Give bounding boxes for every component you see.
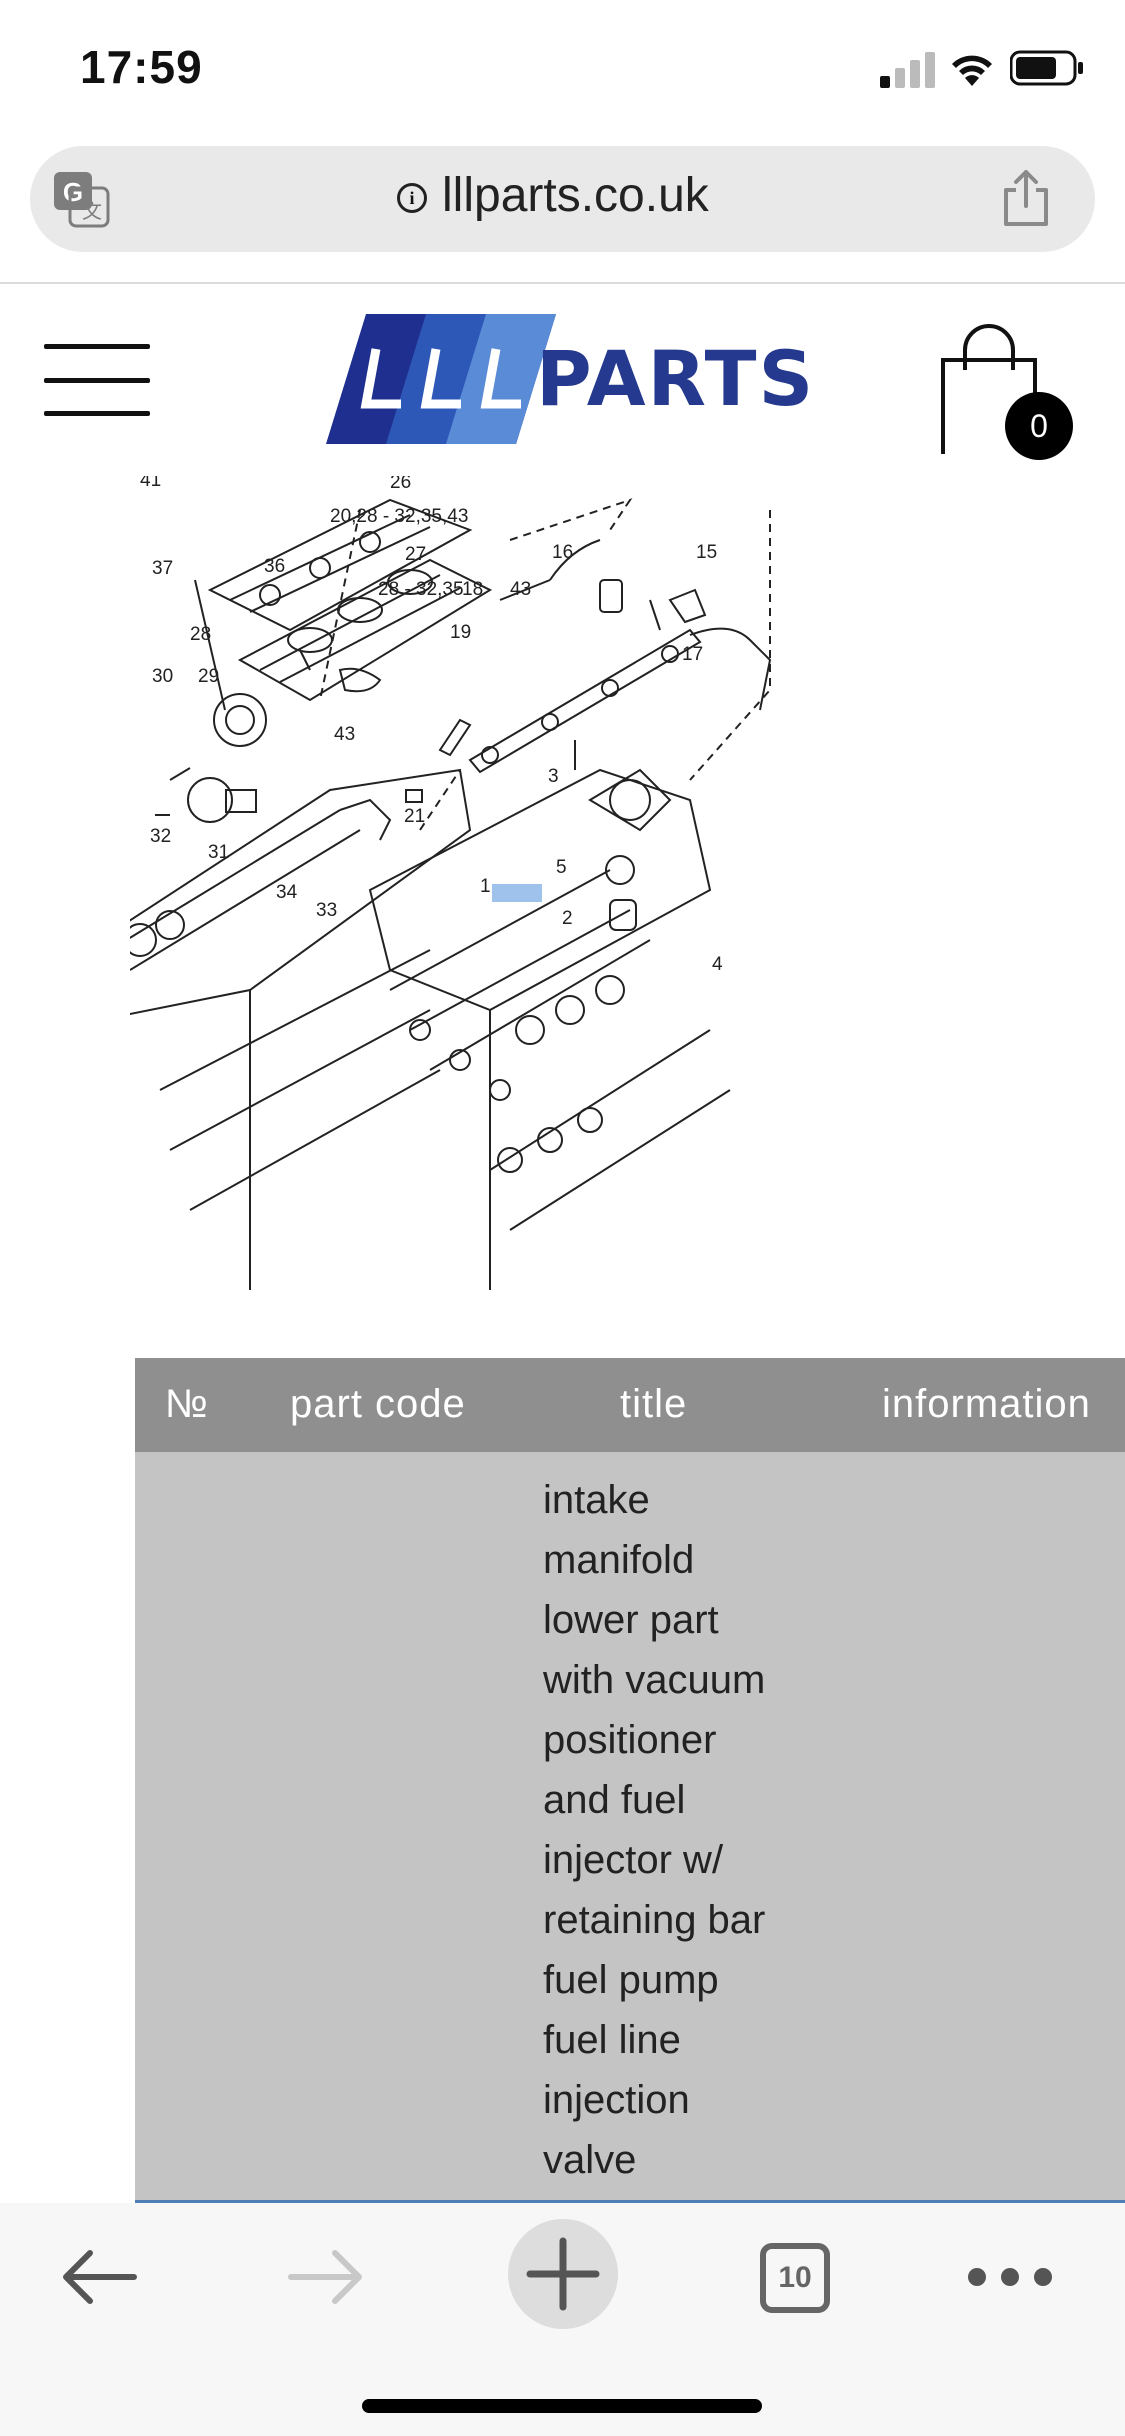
title-line: positioner: [543, 1718, 717, 1762]
svg-text:文: 文: [82, 199, 102, 223]
diagram-label: 43: [510, 579, 531, 600]
diagram-label: 33: [316, 900, 337, 921]
title-line: injector w/: [543, 1838, 724, 1882]
diagram-label: 17: [682, 644, 703, 665]
more-options-icon[interactable]: [965, 2265, 1055, 2289]
logo-text: PARTS: [536, 334, 816, 423]
diagram-label: 28: [190, 624, 211, 645]
tabs-button[interactable]: 10: [760, 2243, 830, 2313]
menu-bar: [44, 378, 150, 383]
title-line: fuel pump: [543, 1958, 719, 2002]
diagram-label: 19: [450, 622, 471, 643]
title-line: retaining bar: [543, 1898, 766, 1942]
new-tab-button[interactable]: [508, 2219, 618, 2329]
status-time: 17:59: [80, 41, 203, 93]
title-line: lower part: [543, 1598, 719, 1642]
header-divider: [0, 282, 1125, 284]
url-text[interactable]: lllparts.co.uk: [442, 169, 709, 222]
menu-bar: [44, 344, 150, 349]
address-bar[interactable]: G 文 i lllparts.co.uk: [30, 146, 1095, 252]
diagram-label: 37: [152, 558, 173, 579]
diagram-label: 21: [404, 806, 425, 827]
title-line: intake: [543, 1478, 650, 1522]
diagram-label: 43: [334, 724, 355, 745]
column-header-part-code: part code: [290, 1382, 466, 1426]
logo-mark: [326, 314, 556, 444]
diagram-label: 29: [198, 666, 219, 687]
site-logo[interactable]: PARTS: [326, 314, 813, 444]
column-header-information: information: [882, 1382, 1091, 1426]
cart-count-badge[interactable]: 0: [1005, 392, 1073, 460]
site-header: PARTS 0: [0, 284, 1125, 476]
title-line: and fuel: [543, 1778, 686, 1822]
diagram-label: 28 - 32,35: [378, 579, 464, 600]
table-bottom-border: [135, 2200, 1125, 2203]
title-line: valve: [543, 2138, 637, 2182]
diagram-label: 34: [276, 882, 298, 903]
table-header: № part code title information: [135, 1358, 1125, 1452]
diagram-label: 5: [556, 857, 567, 878]
column-header-number: №: [165, 1382, 209, 1426]
status-bar: 17:59: [0, 0, 1125, 140]
battery-icon: [1010, 50, 1083, 86]
diagram-label: 15: [696, 542, 717, 563]
home-indicator[interactable]: [362, 2399, 762, 2413]
title-line: fuel line: [543, 2018, 681, 2062]
diagram-label: 18: [462, 579, 483, 600]
parts-diagram: 41 26 20,28 - 32,35,43 27 28 - 32,35 18 …: [130, 470, 772, 1290]
browser-toolbar: 10: [0, 2203, 1125, 2436]
translate-icon[interactable]: G 文: [52, 170, 112, 228]
forward-arrow-icon[interactable]: [285, 2245, 365, 2309]
diagram-label: 36: [264, 556, 285, 577]
svg-text:G: G: [63, 177, 83, 207]
diagram-label: 27: [405, 544, 426, 565]
diagram-label: 4: [712, 954, 723, 975]
diagram-label: 2: [562, 908, 573, 929]
diagram-label: 20,28 - 32,35,43: [330, 506, 468, 527]
site-info-icon[interactable]: i: [397, 183, 427, 213]
menu-button[interactable]: [44, 344, 150, 416]
diagram-label: 32: [150, 826, 171, 847]
title-line: manifold: [543, 1538, 695, 1582]
share-icon[interactable]: [998, 168, 1054, 228]
cellular-signal-icon: [880, 52, 935, 88]
parts-table: № part code title information intake man…: [135, 1358, 1125, 2202]
column-header-title: title: [620, 1382, 688, 1426]
menu-bar: [44, 411, 150, 416]
diagram-label: 26: [390, 472, 411, 493]
plus-icon: [526, 2237, 600, 2311]
diagram-label: 31: [208, 842, 229, 863]
table-row[interactable]: intake manifold lower part with vacuum p…: [543, 1470, 783, 2190]
wifi-icon: [952, 55, 992, 86]
title-line: with vacuum: [543, 1658, 766, 1702]
back-arrow-icon[interactable]: [60, 2245, 140, 2309]
diagram-label: 1: [480, 876, 491, 897]
diagram-label: 30: [152, 666, 173, 687]
diagram-label: 16: [552, 542, 573, 563]
title-line: injection: [543, 2078, 690, 2122]
diagram-label: 3: [548, 766, 559, 787]
